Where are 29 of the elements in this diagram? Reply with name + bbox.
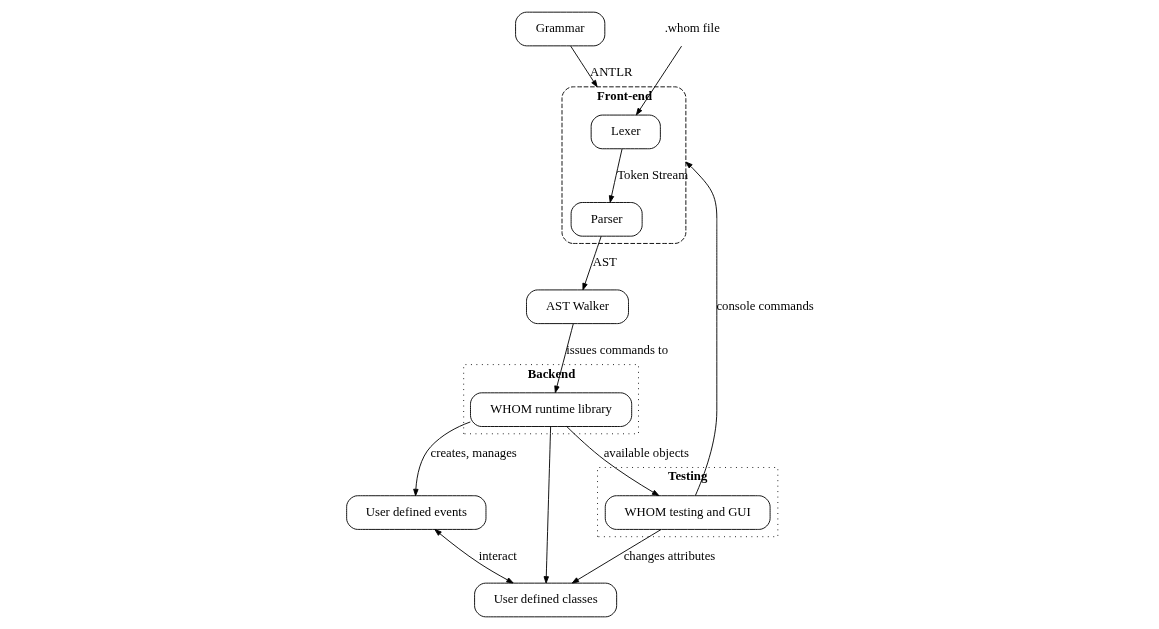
edge-label: issues commands to: [565, 342, 668, 357]
arrow: [433, 529, 514, 584]
arrow: [684, 161, 717, 497]
arrow: [581, 235, 602, 291]
edge-label: Token Stream: [616, 167, 688, 182]
node-text: .whom file: [664, 21, 720, 36]
edge-label: AST: [592, 255, 617, 270]
node-box: WHOM runtime library: [469, 392, 632, 427]
node-box: User defined events: [345, 495, 486, 530]
edge-label: available objects: [603, 445, 689, 460]
arrow: [565, 426, 659, 496]
node-box: Parser: [570, 202, 643, 237]
node-box: AST Walker: [525, 289, 629, 325]
edge-label: changes attributes: [623, 548, 715, 563]
edge-label: interact: [478, 548, 517, 563]
node-box: Lexer: [590, 114, 661, 150]
edge-label: console commands: [715, 299, 814, 314]
arrow: [608, 148, 622, 203]
arrow: [412, 421, 471, 497]
node-box: WHOM testing and GUI: [604, 495, 771, 530]
arrow: [569, 45, 598, 88]
edge-label: creates, manages: [430, 445, 517, 460]
arrow: [571, 529, 661, 584]
arrow: [635, 45, 682, 116]
arrow: [553, 323, 574, 393]
arrow: [543, 426, 551, 584]
node-box: Grammar: [514, 11, 605, 47]
edge-label: ANTLR: [589, 65, 632, 80]
node-box: User defined classes: [473, 582, 617, 618]
